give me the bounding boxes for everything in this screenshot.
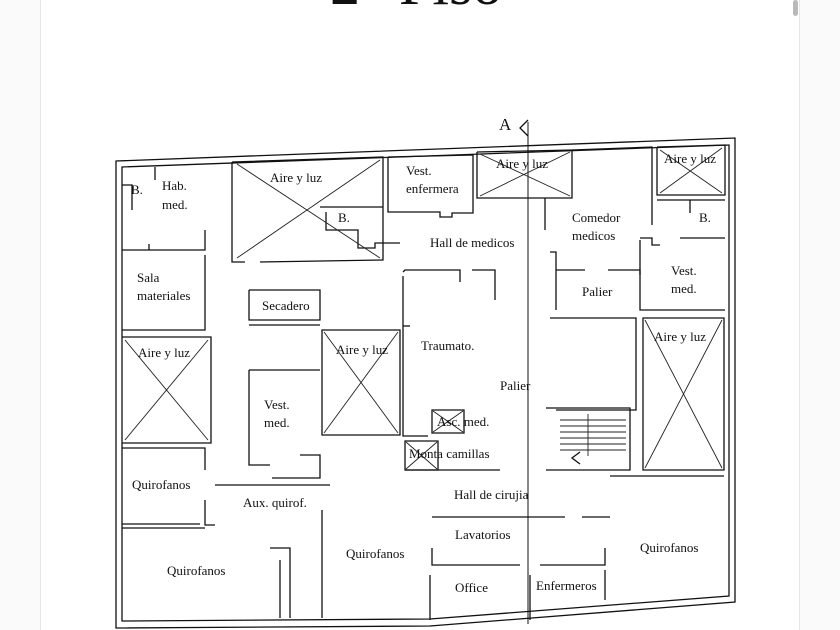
label-hab-med-line2: med. — [162, 197, 188, 212]
label-monta-camillas: Monta camillas — [409, 446, 490, 461]
label-aire-luz-1: Aire y luz — [270, 170, 322, 185]
label-vest-enfermera-line1: Vest. — [406, 163, 432, 178]
label-quirofanos-4: Quirofanos — [167, 563, 226, 578]
section-cut-marker — [519, 119, 529, 624]
stair-treads — [560, 414, 626, 465]
label-aux-quirof: Aux. quirof. — [243, 495, 307, 510]
label-sala-materiales-line1: Sala — [137, 270, 160, 285]
label-quirofanos-3: Quirofanos — [346, 546, 405, 561]
label-aire-luz-3: Aire y luz — [664, 151, 716, 166]
label-vest-med-left-line2: med. — [264, 415, 290, 430]
label-quirofanos-1: Quirofanos — [132, 477, 191, 492]
label-hall-cirujia: Hall de cirujia — [454, 487, 529, 502]
label-lavatorios: Lavatorios — [455, 527, 511, 542]
label-aire-luz-6: Aire y luz — [654, 329, 706, 344]
section-label: A — [499, 115, 512, 134]
label-palier-1: Palier — [582, 284, 613, 299]
label-quirofanos-2: Quirofanos — [640, 540, 699, 555]
label-vest-med-left-line1: Vest. — [264, 397, 290, 412]
label-sala-materiales-line2: materiales — [137, 288, 190, 303]
label-b-right: B. — [699, 210, 711, 225]
page-title: 2° Piso — [330, 0, 502, 17]
label-hall-medicos: Hall de medicos — [430, 235, 514, 250]
label-office: Office — [455, 580, 488, 595]
label-vest-enfermera-line2: enfermera — [406, 181, 459, 196]
label-asc-med: Asc. med. — [437, 414, 489, 429]
label-vest-med-right-line1: Vest. — [671, 263, 697, 278]
room-labels: B. Hab. med. Aire y luz Vest. enfermera … — [131, 151, 716, 595]
label-aire-luz-5: Aire y luz — [336, 342, 388, 357]
label-hab-med-line1: Hab. — [162, 178, 187, 193]
scrollbar-thumb[interactable] — [793, 0, 798, 16]
label-b-mid: B. — [338, 210, 350, 225]
light-well-crosses — [124, 147, 723, 470]
label-aire-luz-2: Aire y luz — [496, 156, 548, 171]
label-b-left: B. — [131, 182, 143, 197]
label-secadero: Secadero — [262, 298, 310, 313]
interior-walls — [122, 144, 726, 620]
label-vest-med-right-line2: med. — [671, 281, 697, 296]
label-comedor-line1: Comedor — [572, 210, 621, 225]
label-comedor-line2: medicos — [572, 228, 615, 243]
label-aire-luz-4: Aire y luz — [138, 345, 190, 360]
label-traumato: Traumato. — [421, 338, 474, 353]
exterior-walls — [115, 137, 736, 629]
label-enfermeros: Enfermeros — [536, 578, 597, 593]
document-sheet — [40, 0, 800, 630]
label-palier-2: Palier — [500, 378, 531, 393]
